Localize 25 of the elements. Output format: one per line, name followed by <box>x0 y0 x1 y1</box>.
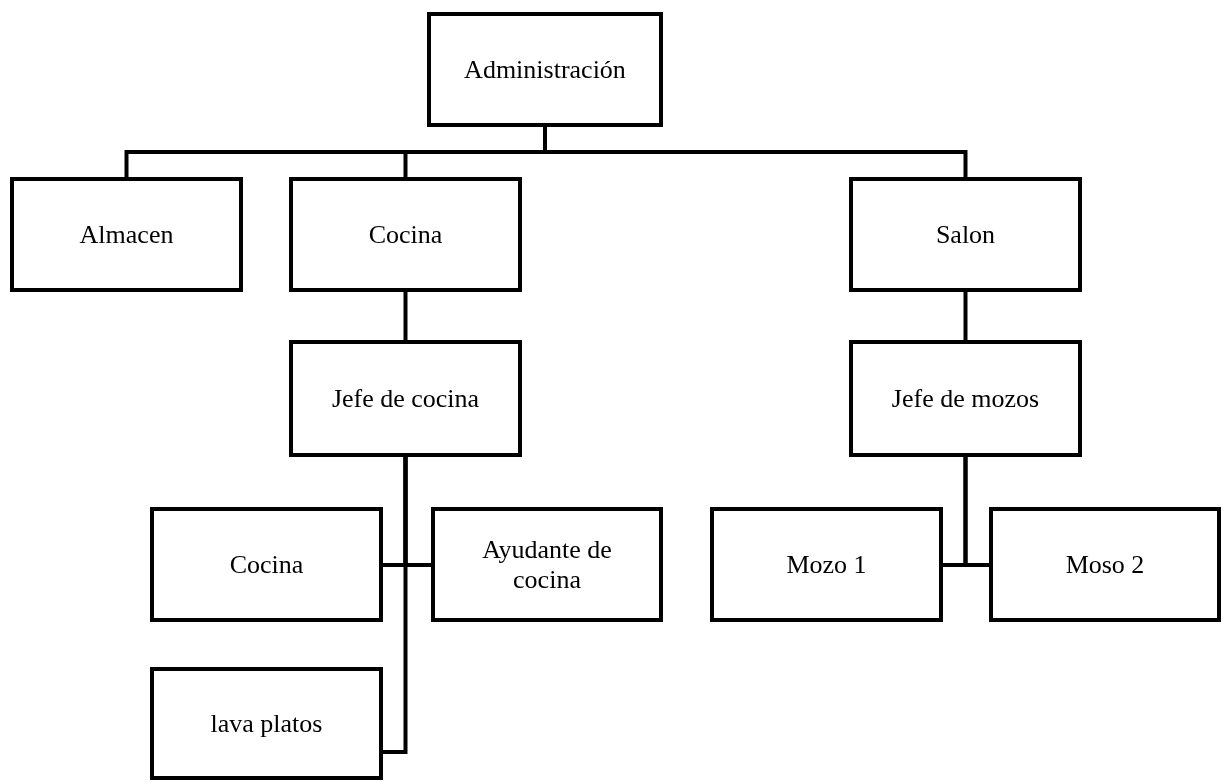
org-box <box>849 177 1082 292</box>
box-label: Moso 2 <box>1065 549 1145 580</box>
org-box <box>849 340 1082 457</box>
org-box <box>427 12 663 127</box>
box-label: Mozo 1 <box>786 549 867 580</box>
org-box <box>10 177 243 292</box>
box-label: Jefe de mozos <box>891 383 1040 414</box>
box-label: Salon <box>935 219 996 250</box>
org-box <box>150 507 383 622</box>
box-label: Jefe de cocina <box>331 383 480 414</box>
box-label: Almacen <box>79 219 174 250</box>
box-label: Cocina <box>368 219 443 250</box>
org-box <box>289 177 522 292</box>
connector-line <box>963 455 991 567</box>
box-label: Cocina <box>229 549 304 580</box>
org-box <box>289 340 522 457</box>
box-label: Administración <box>464 54 626 85</box>
org-box <box>431 507 663 622</box>
connector-line <box>963 290 968 342</box>
connector-line <box>403 290 408 342</box>
box-label: Ayudante de cocina <box>481 534 613 595</box>
org-box <box>710 507 943 622</box>
box-label: lava platos <box>210 708 323 739</box>
org-box <box>150 667 383 780</box>
org-box <box>989 507 1221 622</box>
